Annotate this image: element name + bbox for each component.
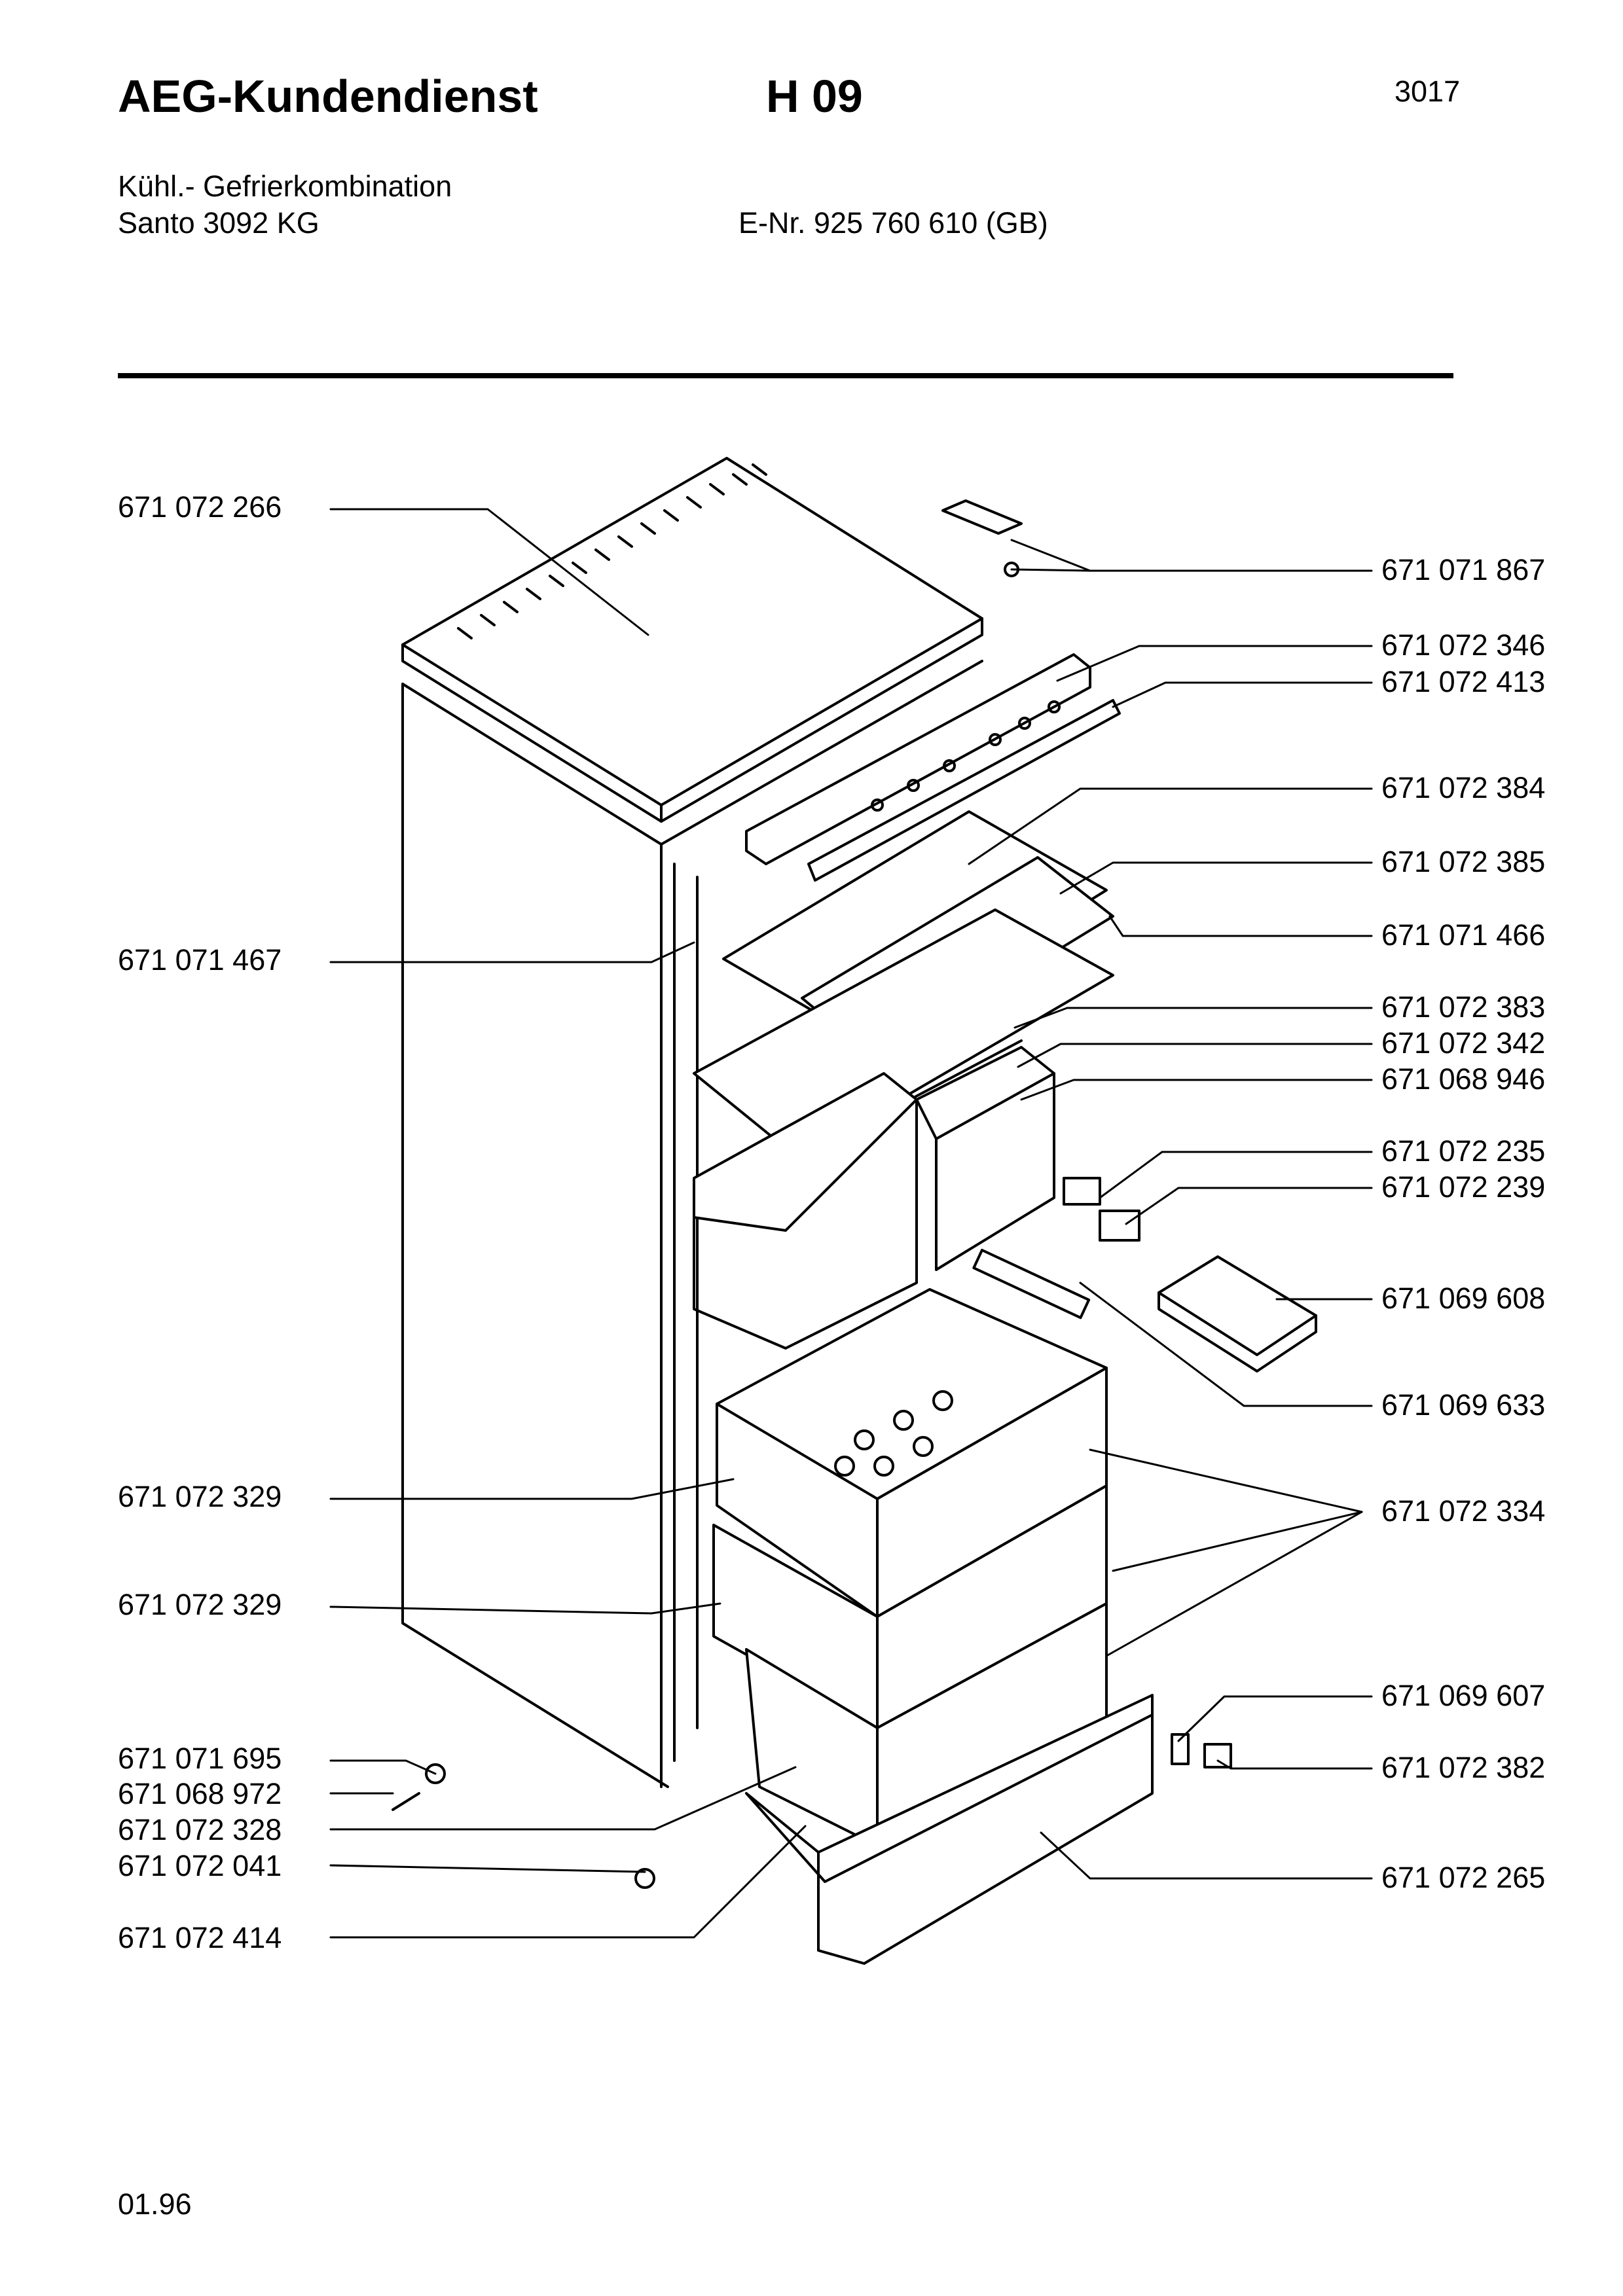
part-number-label: 671 072 328 <box>118 1813 282 1846</box>
part-number-label: 671 072 382 <box>1381 1751 1546 1784</box>
model-code: H 09 <box>766 71 863 122</box>
date-code: 01.96 <box>118 2187 192 2221</box>
part-number-label: 671 072 342 <box>1381 1026 1546 1060</box>
header-divider <box>118 373 1453 378</box>
part-number-label: 671 068 972 <box>118 1777 282 1810</box>
base-plinth-drawing <box>745 1694 1154 1965</box>
brand-title: AEG-Kundendienst <box>118 71 538 122</box>
leader-lines-left <box>329 508 807 1939</box>
page-number: 3017 <box>1395 75 1461 108</box>
part-number-label: 671 072 266 <box>118 490 282 524</box>
top-hinge-drawing <box>941 499 1023 577</box>
appliance-type: Kühl.- Gefrierkombination <box>118 170 452 203</box>
part-number-label: 671 071 467 <box>118 943 282 977</box>
top-cover-drawing <box>401 457 983 823</box>
part-number-label: 671 072 265 <box>1381 1861 1546 1894</box>
part-number-label: 671 072 414 <box>118 1921 282 1954</box>
part-number-label: 671 069 633 <box>1381 1388 1546 1422</box>
glass-shelves-drawing <box>693 810 1114 1160</box>
cabinet-body-drawing <box>401 660 983 1788</box>
e-number: E-Nr. 925 760 610 (GB) <box>739 206 1048 240</box>
part-number-label: 671 072 413 <box>1381 665 1546 698</box>
freezer-drawers-drawing <box>712 1288 1108 1847</box>
part-number-label: 671 072 385 <box>1381 845 1546 878</box>
part-number-label: 671 068 946 <box>1381 1062 1546 1096</box>
part-number-label: 671 072 329 <box>118 1480 282 1513</box>
part-number-label: 671 072 235 <box>1381 1134 1546 1168</box>
ice-tray-drawing <box>1158 1255 1317 1372</box>
appliance-model: Santo 3092 KG <box>118 206 319 240</box>
part-number-label: 671 072 334 <box>1381 1494 1546 1528</box>
control-panel-drawing <box>745 653 1121 882</box>
small-hardware-drawing <box>392 1177 1232 1889</box>
part-number-label: 671 072 239 <box>1381 1170 1546 1204</box>
crisper-drawers-drawing <box>693 1046 1055 1350</box>
part-number-label: 671 072 383 <box>1381 990 1546 1024</box>
part-number-label: 671 072 329 <box>118 1588 282 1621</box>
part-number-label: 671 069 608 <box>1381 1282 1546 1315</box>
part-number-label: 671 071 867 <box>1381 553 1546 586</box>
part-number-label: 671 072 346 <box>1381 628 1546 662</box>
part-number-label: 671 072 384 <box>1381 771 1546 804</box>
part-number-label: 671 072 041 <box>118 1849 282 1882</box>
leader-lines-right <box>968 539 1373 1880</box>
part-number-label: 671 069 607 <box>1381 1679 1546 1712</box>
part-number-label: 671 071 466 <box>1381 918 1546 952</box>
part-number-label: 671 071 695 <box>118 1742 282 1775</box>
